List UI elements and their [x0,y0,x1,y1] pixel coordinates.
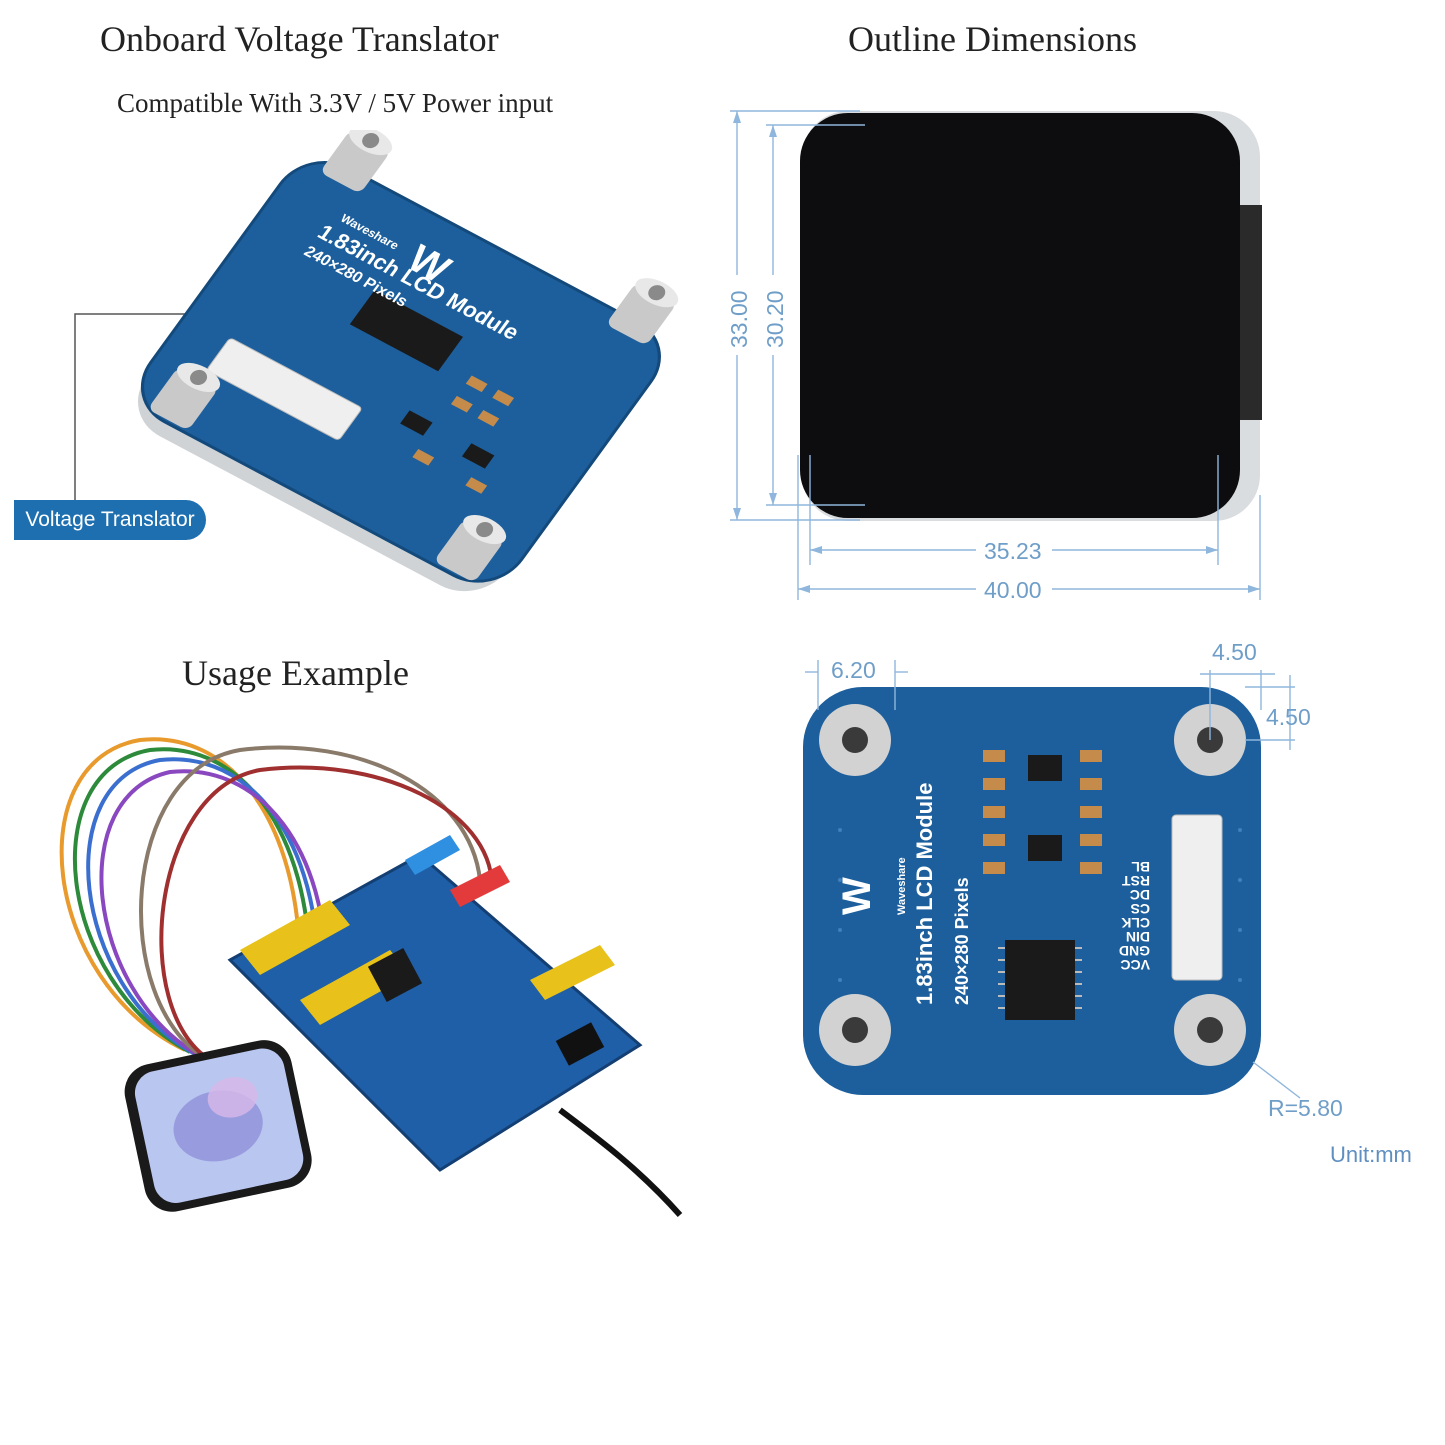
hole-br [1174,994,1246,1066]
pin-din: DIN [1126,929,1150,945]
dim-hole-offset-right-y: 4.50 [1266,704,1311,730]
pin-cs: CS [1131,901,1150,917]
front-dimension-drawing: 33.00 30.20 35.23 40.00 [724,110,1262,603]
pcb-angled [142,162,660,582]
dim-height-inner: 30.20 [762,290,788,348]
fpc-connector [207,338,362,440]
board-brand-back: Waveshare [896,857,908,915]
back-chip [1005,940,1075,1020]
back-connector [1171,814,1223,981]
pin-rst: RST [1122,873,1150,889]
standoff-tr [608,278,679,344]
dim-width-inner: 35.23 [984,538,1042,564]
dim-hole-offset-x: 6.20 [831,657,876,683]
pin-bl: BL [1131,859,1150,875]
onboard-heading: Onboard Voltage Translator [100,19,499,59]
fpc-edge [1240,205,1262,420]
pin-vcc: VCC [1120,957,1150,973]
dim-width-outer: 40.00 [984,577,1042,603]
voltage-translator-callout: Voltage Translator [14,500,206,540]
callout-label: Voltage Translator [25,508,195,531]
board-resolution-back: 240×280 Pixels [952,877,972,1005]
hole-bl [819,994,891,1066]
back-dimension-drawing: 1.83inch LCD Module 240×280 Pixels Waves… [803,639,1343,1121]
standoff-bl [150,362,221,428]
angled-board-illustration: W Waveshare 1.83inch LCD Module 240×280 … [74,130,679,592]
unit-label: Unit:mm [1330,1142,1412,1167]
lcd-screen [800,113,1240,518]
pcb-back [803,687,1261,1095]
hole-tl [819,704,891,776]
pin-clk: CLK [1121,915,1150,931]
voltage-translator-chip [349,289,464,372]
usage-example-illustration [59,737,683,1217]
compatible-subheading: Compatible With 3.3V / 5V Power input [117,88,554,118]
dim-corner-radius: R=5.80 [1268,1095,1343,1121]
usage-lcd-module [124,1040,312,1212]
pin-dc: DC [1130,887,1150,903]
standoff-tl [322,130,393,192]
dim-hole-offset-right-x: 4.50 [1212,639,1257,665]
svg-text:W: W [835,877,879,915]
pin-gnd: GND [1119,943,1150,959]
standoff-br [436,514,507,581]
usage-heading: Usage Example [182,653,409,693]
outline-heading: Outline Dimensions [848,19,1137,59]
dim-height-outer: 33.00 [726,290,752,348]
board-model-back: 1.83inch LCD Module [912,783,937,1005]
pin-labels: VCC GND DIN CLK CS DC RST BL [1119,859,1150,973]
